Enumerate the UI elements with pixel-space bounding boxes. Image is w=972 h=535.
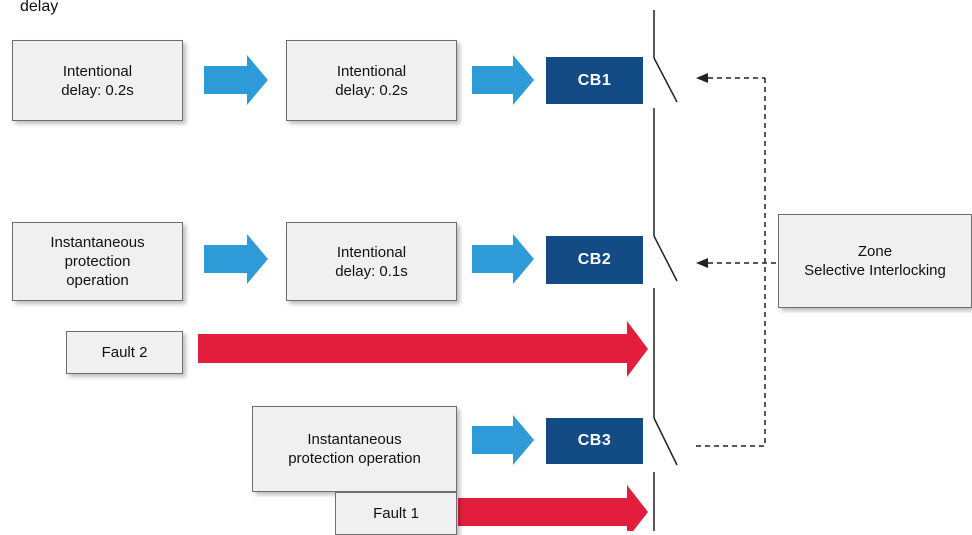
intentional-delay-box-row1-mid: Intentional delay: 0.2s — [286, 40, 457, 121]
fault2-box: Fault 2 — [66, 331, 183, 374]
blue-arrow-r1-a — [204, 55, 268, 105]
zsi-arrowhead-cb2 — [696, 258, 708, 268]
red-arrow-fault2 — [198, 321, 648, 377]
intentional-delay-box-row2-mid: Intentional delay: 0.1s — [286, 222, 457, 301]
cb2-switch-blade — [653, 235, 678, 282]
blue-arrow-r2-b — [472, 234, 534, 284]
cb1-label: CB1 — [546, 57, 643, 104]
cb1-switch-blade — [653, 57, 678, 103]
instantaneous-protection-box-row3: Instantaneous protection operation — [252, 406, 457, 492]
blue-arrow-r1-b — [472, 55, 534, 105]
zsi-arrowhead-cb1 — [696, 73, 708, 83]
fault1-box: Fault 1 — [335, 492, 457, 535]
blue-arrow-r2-a — [204, 234, 268, 284]
blue-arrow-r3 — [472, 415, 534, 465]
cb3-switch-blade — [653, 417, 678, 466]
diagram-caption: delay — [20, 0, 59, 15]
cb3-label: CB3 — [546, 418, 643, 464]
red-arrow-fault1 — [458, 485, 648, 531]
zone-selective-interlocking-box: Zone Selective Interlocking — [778, 214, 972, 308]
cb2-label: CB2 — [546, 236, 643, 284]
intentional-delay-box-row1-left: Intentional delay: 0.2s — [12, 40, 183, 121]
instantaneous-protection-box-row2: Instantaneous protection operation — [12, 222, 183, 301]
